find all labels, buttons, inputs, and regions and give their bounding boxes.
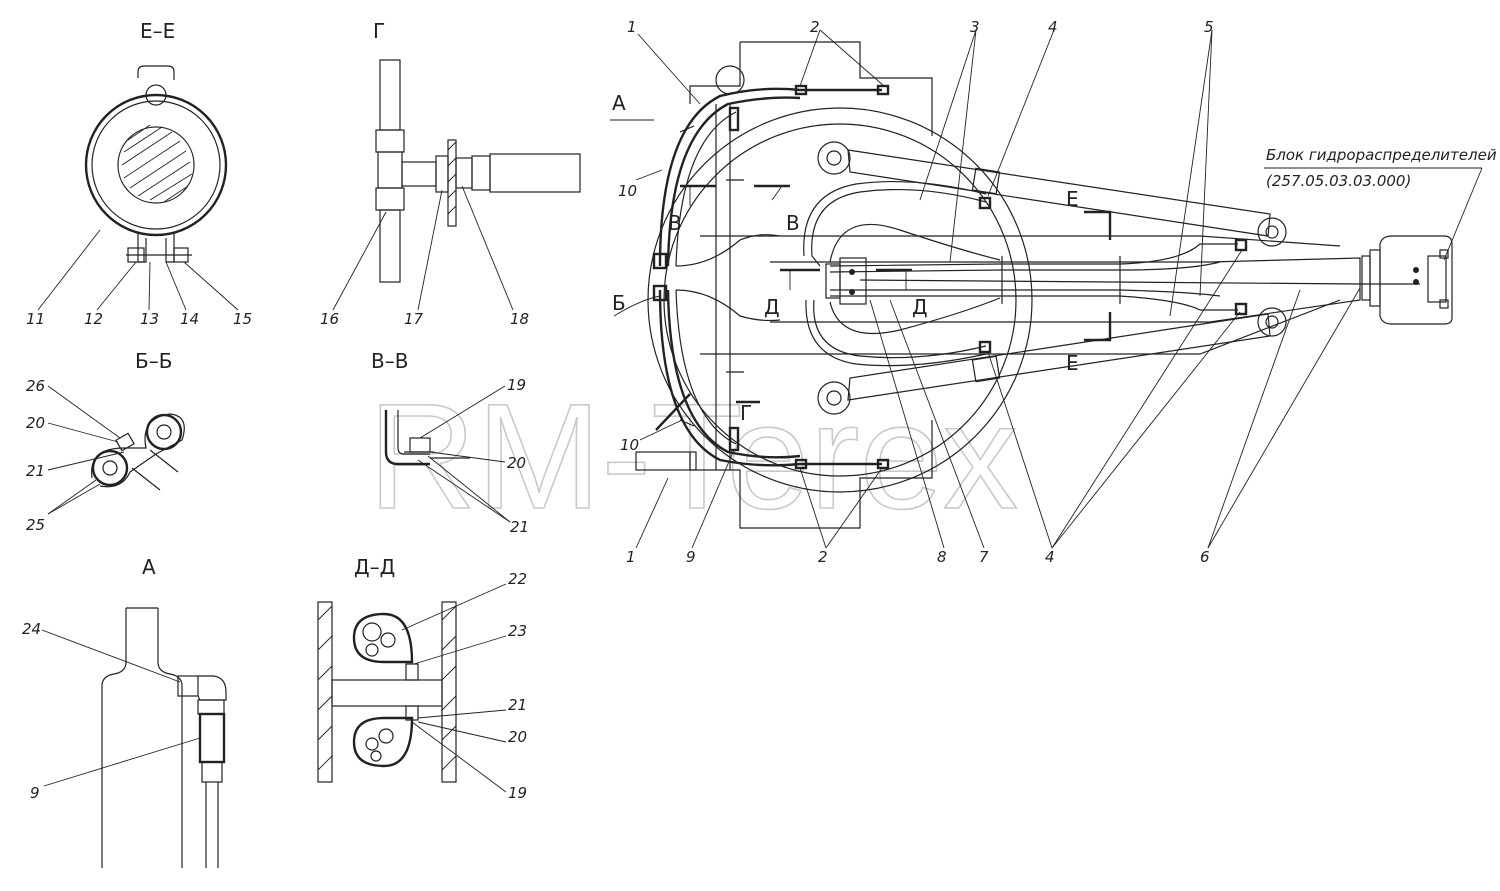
watermark: RM-Terex [368,372,1018,540]
callout-21c: 21 [508,696,527,714]
callout-19b: 19 [508,784,527,802]
view-mark-v1: В [668,211,682,235]
callout-main-8: 8 [937,548,947,566]
callout-11: 11 [26,310,45,328]
callout-main-7: 7 [979,548,989,566]
view-mark-b: Б [612,291,626,315]
callout-main-1-bottom: 1 [626,548,636,566]
callout-main-5: 5 [1204,18,1214,36]
section-bb: Б–Б 26 20 21 25 [26,349,185,534]
main-assembly-view: А Б В В Г Д Д Е Е Блок гидрораспределите… [610,18,1497,566]
callout-26: 26 [26,377,45,395]
view-mark-d2: Д [912,295,928,319]
section-title-dd: Д–Д [354,555,395,579]
view-a: А 24 9 [22,555,227,868]
callout-9a: 9 [30,784,40,802]
callout-22: 22 [508,570,527,588]
callout-main-4-top: 4 [1048,18,1058,36]
view-mark-d1: Д [764,295,780,319]
callout-19a: 19 [507,376,526,394]
section-title-g: Г [373,19,385,43]
view-title-a: А [142,555,156,579]
section-title-ee: Е–Е [140,19,175,43]
section-g: Г 16 17 18 [320,19,581,328]
callout-15: 15 [233,310,252,328]
section-ee: Е–Е 11 12 13 14 15 [26,19,252,328]
callout-main-2-bottom: 2 [818,548,828,566]
section-title-vv: В–В [371,349,408,373]
callout-17: 17 [404,310,424,328]
section-dd: Д–Д 22 23 21 20 19 [317,555,527,802]
callout-main-10-top: 10 [618,182,637,200]
note-line-1: Блок гидрораспределителей [1266,146,1497,164]
callout-main-3: 3 [970,18,980,36]
callout-21a: 21 [26,462,45,480]
callout-main-9: 9 [686,548,696,566]
section-vv: В–В 19 20 21 [371,349,529,536]
note-line-2: (257.05.03.03.000) [1266,172,1411,190]
callout-14: 14 [180,310,199,328]
view-mark-g: Г [740,401,752,425]
callout-24: 24 [22,620,41,638]
section-title-bb: Б–Б [135,349,172,373]
callout-25: 25 [26,516,45,534]
callout-20c: 20 [508,728,527,746]
callout-20b: 20 [507,454,526,472]
callout-18: 18 [510,310,529,328]
view-mark-e1: Е [1066,187,1079,211]
view-mark-a: А [612,91,626,115]
callout-12: 12 [84,310,103,328]
callout-main-4-bottom: 4 [1045,548,1055,566]
callout-main-2-top: 2 [810,18,820,36]
callout-main-10-bottom: 10 [620,436,639,454]
view-mark-v2: В [786,211,800,235]
callout-main-1-top: 1 [627,18,637,36]
view-mark-e2: Е [1066,351,1079,375]
callout-21b: 21 [510,518,529,536]
callout-23: 23 [508,622,527,640]
callout-main-6: 6 [1200,548,1210,566]
callout-16: 16 [320,310,339,328]
callout-20a: 20 [26,414,45,432]
callout-13: 13 [140,310,159,328]
